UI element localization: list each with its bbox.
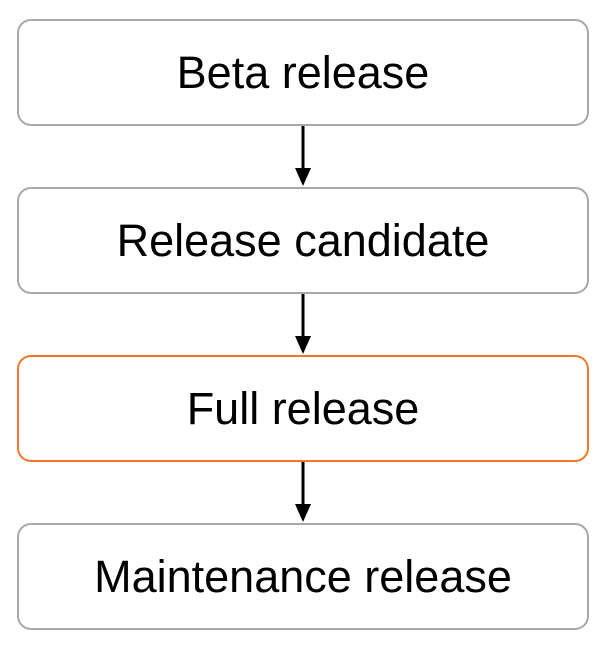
- stage-box-maintenance-release: Maintenance release: [17, 523, 589, 630]
- arrow-candidate-to-full: [295, 294, 311, 354]
- stage-label: Maintenance release: [94, 550, 512, 602]
- arrow-beta-to-candidate: [295, 126, 311, 186]
- stage-box-release-candidate: Release candidate: [17, 187, 589, 294]
- stage-label: Beta release: [176, 46, 430, 98]
- stage-label: Release candidate: [116, 214, 490, 266]
- stage-box-beta-release: Beta release: [17, 19, 589, 126]
- arrow-full-to-maintenance: [295, 462, 311, 522]
- stage-label: Full release: [186, 382, 420, 434]
- stage-box-full-release: Full release: [17, 355, 589, 462]
